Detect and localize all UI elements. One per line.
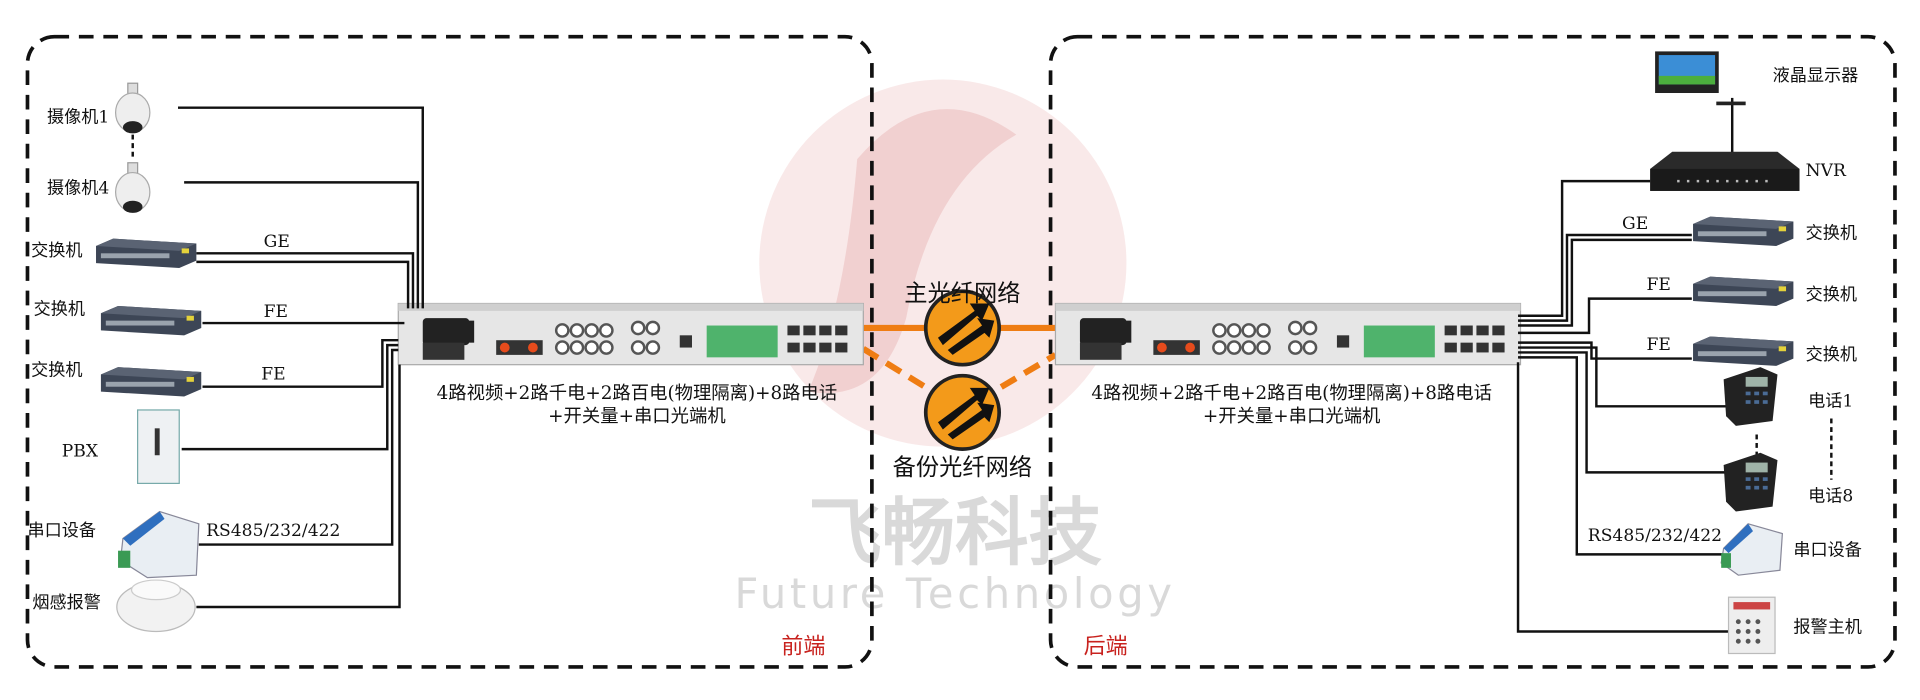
- dome-camera-icon: [114, 82, 151, 135]
- front-switch-3-label: 交换机: [31, 361, 82, 381]
- backup-fiber-label: 备份光纤网络: [893, 454, 1033, 481]
- switch-icon: [1693, 216, 1794, 246]
- front-optical-transceiver: [397, 302, 865, 366]
- switch-icon: [100, 305, 202, 336]
- front-serial-label: 串口设备: [27, 521, 96, 541]
- front-pbx-label: PBX: [62, 441, 99, 461]
- back-monitor-label: 液晶显示器: [1773, 66, 1859, 86]
- front-end-region: [25, 34, 874, 669]
- back-phone-1-label: 电话1: [1808, 391, 1853, 411]
- back-end-label: 后端: [1084, 634, 1128, 659]
- front-switch-2-link: FE: [264, 302, 288, 322]
- switch-icon: [100, 367, 202, 397]
- backup-fiber-network-icon: [923, 373, 1001, 451]
- back-serial-link: RS485/232/422: [1588, 526, 1722, 546]
- front-switch-1-label: 交换机: [31, 241, 82, 261]
- smoke-detector-icon: [116, 579, 196, 633]
- back-serial-label: 串口设备: [1793, 541, 1862, 561]
- watermark-cn: 飞畅科技: [808, 491, 1102, 576]
- pbx-cabinet-icon: [137, 409, 180, 485]
- switch-icon: [1693, 276, 1794, 306]
- front-switch-2-label: 交换机: [34, 300, 85, 320]
- back-switch-3-link: FE: [1647, 335, 1671, 355]
- front-serial-link: RS485/232/422: [206, 521, 340, 541]
- back-switch-2-label: 交换机: [1806, 285, 1857, 305]
- back-switch-3-label: 交换机: [1806, 345, 1857, 365]
- front-smoke-label: 烟感报警: [32, 593, 101, 613]
- back-switch-1-link: GE: [1622, 214, 1648, 234]
- front-switch-3-link: FE: [261, 364, 285, 384]
- back-alarm-host-label: 报警主机: [1793, 618, 1862, 638]
- back-device-caption-2: +开关量+串口光端机: [1203, 406, 1381, 427]
- front-wiring: [178, 106, 424, 609]
- phone-icon: [1723, 452, 1778, 512]
- dome-camera-icon: [114, 162, 151, 214]
- front-switch-1-link: GE: [264, 232, 290, 252]
- switch-icon: [96, 238, 197, 269]
- front-camera-1-label: 摄像机1: [47, 107, 109, 127]
- nvr-icon: [1650, 151, 1800, 191]
- back-nvr-label: NVR: [1806, 161, 1847, 181]
- front-end-label: 前端: [781, 634, 825, 659]
- serial-device-icon: [118, 510, 200, 579]
- back-device-caption-1: 4路视频+2路千电+2路百电(物理隔离)+8路电话: [1091, 383, 1492, 404]
- switch-icon: [1693, 336, 1794, 366]
- back-end-region: [1048, 34, 1897, 669]
- alarm-host-icon: [1727, 596, 1776, 655]
- back-switch-2-link: FE: [1647, 275, 1671, 295]
- back-phone-8-label: 电话8: [1808, 487, 1853, 507]
- phone-icon: [1723, 367, 1778, 426]
- main-fiber-label: 主光纤网络: [904, 280, 1020, 307]
- watermark-en: Future Technology: [735, 569, 1176, 618]
- monitor-icon: [1655, 51, 1746, 106]
- front-device-caption-2: +开关量+串口光端机: [548, 406, 726, 427]
- front-device-caption-1: 4路视频+2路千电+2路百电(物理隔离)+8路电话: [437, 383, 838, 404]
- serial-device-icon: [1720, 523, 1784, 576]
- back-wiring: [1516, 97, 1736, 633]
- back-switch-1-label: 交换机: [1806, 224, 1857, 244]
- front-camera-4-label: 摄像机4: [47, 178, 109, 198]
- back-optical-transceiver: [1054, 302, 1522, 366]
